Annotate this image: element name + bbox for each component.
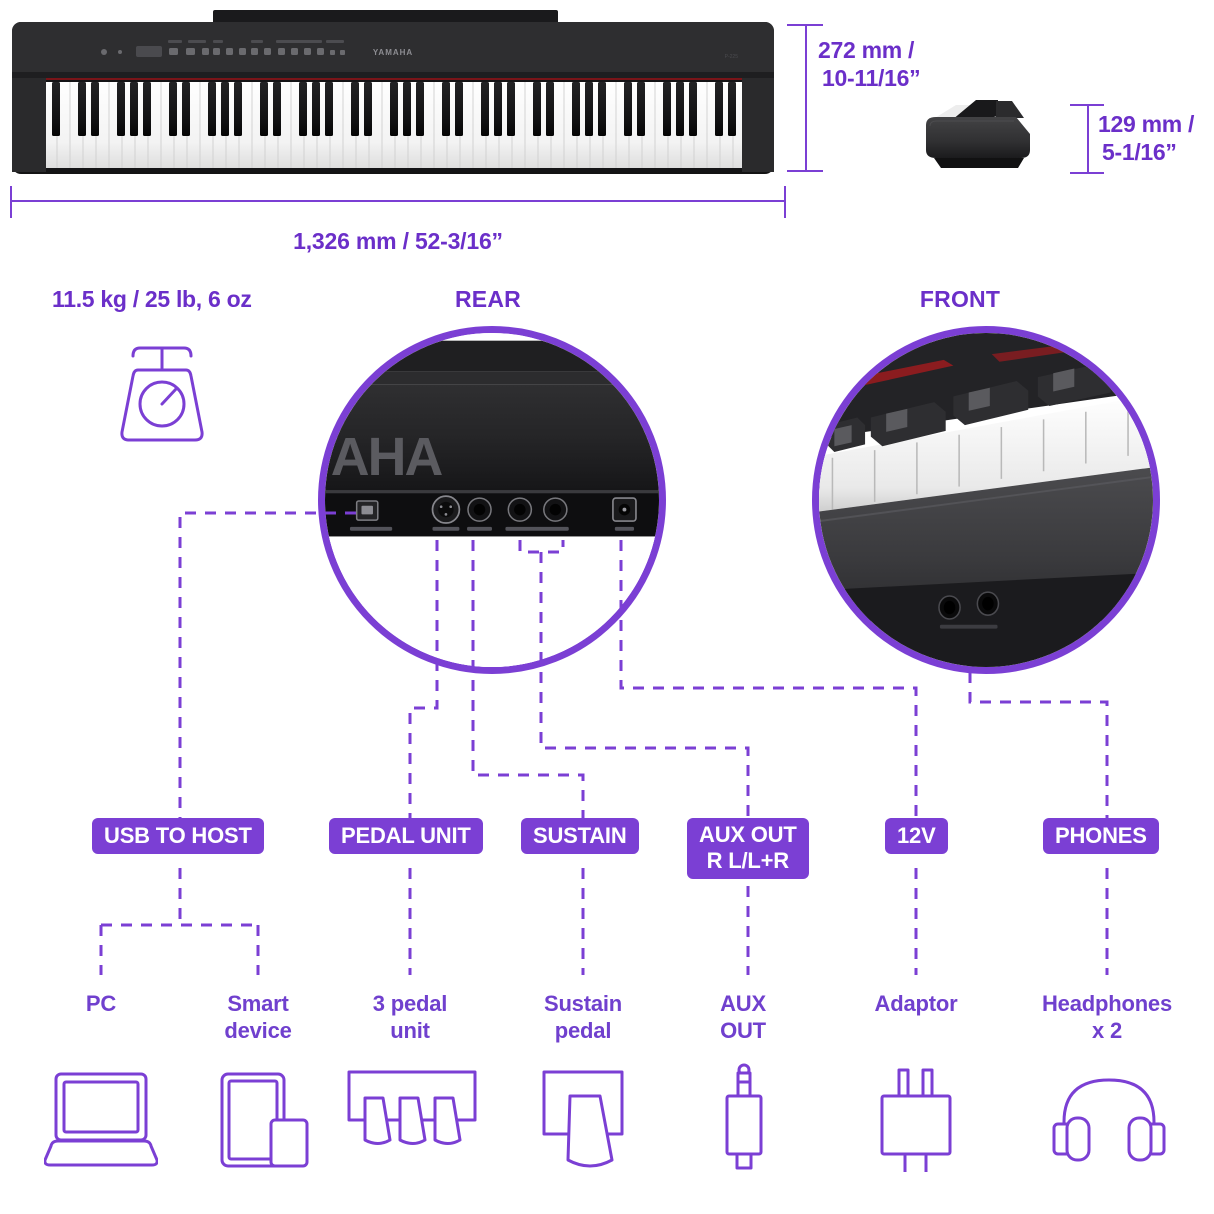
headphones-icon [1050, 1068, 1168, 1172]
depth-dimension-line1: 129 mm / [1098, 111, 1195, 137]
sustain-pedal-icon [538, 1066, 634, 1176]
device-label-smart-device-line2: device [224, 1018, 292, 1043]
audio-jack-icon [723, 1063, 765, 1175]
port-badge-12v[interactable]: 12V [885, 818, 948, 854]
port-badge-phones-label: PHONES [1043, 818, 1159, 854]
height-dimension-line [805, 24, 807, 172]
width-dimension-cap-right [784, 186, 786, 218]
depth-dimension-line2: 5-1/16” [1102, 139, 1177, 165]
tablet-phone-icon [216, 1068, 316, 1172]
height-dimension-label: 272 mm / 10-11/16” [818, 36, 948, 92]
device-label-headphones-line1: Headphones [1041, 991, 1173, 1016]
port-badge-aux-out[interactable]: AUX OUT R L/L+R [687, 818, 809, 879]
device-label-sustain-pedal-line2: pedal [554, 1018, 612, 1043]
front-view-heading: FRONT [919, 286, 1001, 312]
width-dimension-line [10, 200, 786, 202]
device-label-three-pedal-unit-line1: 3 pedal [372, 991, 448, 1016]
port-badge-pedal-unit[interactable]: PEDAL UNIT [329, 818, 483, 854]
piano-side-view-photo [890, 78, 1080, 178]
port-badge-aux-out-label2: R L/L+R [706, 848, 790, 873]
device-label-aux-out-device-line2: OUT [720, 1018, 766, 1043]
svg-text:P-225: P-225 [725, 54, 739, 60]
port-badge-12v-label: 12V [885, 818, 948, 854]
depth-dimension-line [1087, 104, 1089, 174]
device-label-three-pedal-unit-line2: unit [390, 1018, 430, 1043]
port-badge-pedal-unit-label: PEDAL UNIT [329, 818, 483, 854]
rear-view-heading: REAR [455, 286, 521, 312]
rear-detail-circle: AHA [318, 326, 666, 674]
device-label-three-pedal-unit: 3 pedal unit [350, 990, 470, 1044]
device-label-smart-device-line1: Smart [227, 991, 289, 1016]
height-dimension-line1: 272 mm / [818, 37, 915, 63]
depth-dimension-label: 129 mm / 5-1/16” [1098, 110, 1214, 166]
scale-icon [108, 336, 216, 446]
laptop-icon [44, 1068, 158, 1172]
port-badge-sustain-label: SUSTAIN [521, 818, 639, 854]
port-badge-usb-to-host-label: USB TO HOST [92, 818, 264, 854]
device-label-adaptor-line1: Adaptor [874, 991, 958, 1016]
device-label-pc-line1: PC [85, 991, 117, 1016]
device-label-headphones-line2: x 2 [1092, 1018, 1122, 1043]
port-badge-sustain[interactable]: SUSTAIN [521, 818, 639, 854]
height-dimension-cap-top [787, 24, 823, 26]
device-label-sustain-pedal-line1: Sustain [543, 991, 623, 1016]
depth-dimension-cap-top [1070, 104, 1104, 106]
front-detail-circle [812, 326, 1160, 674]
device-label-aux-out-device-line1: AUX [720, 991, 766, 1016]
width-dimension-label: 1,326 mm / 52-3/16” [293, 228, 503, 254]
width-dimension-cap-left [10, 186, 12, 218]
port-badge-phones[interactable]: PHONES [1043, 818, 1159, 854]
three-pedal-icon [345, 1066, 479, 1174]
svg-text:YAMAHA: YAMAHA [373, 48, 413, 57]
height-dimension-line2: 10-11/16” [822, 65, 921, 91]
depth-dimension-cap-bottom [1070, 172, 1104, 174]
device-label-smart-device: Smart device [198, 990, 318, 1044]
device-label-aux-out-device: AUX OUT [688, 990, 798, 1044]
power-adaptor-icon [877, 1066, 955, 1176]
height-dimension-cap-bottom [787, 170, 823, 172]
svg-text:AHA: AHA [331, 427, 443, 487]
weight-label: 11.5 kg / 25 lb, 6 oz [52, 286, 252, 312]
device-label-pc: PC [41, 990, 161, 1017]
device-label-headphones: Headphones x 2 [1027, 990, 1187, 1044]
port-badge-aux-out-box: AUX OUT R L/L+R [687, 818, 809, 879]
piano-top-view-photo: YAMAHA P-225 [8, 10, 778, 185]
route-phones [968, 672, 1109, 818]
device-label-sustain-pedal: Sustain pedal [523, 990, 643, 1044]
port-badge-aux-out-label: AUX OUT [699, 822, 797, 847]
device-label-adaptor: Adaptor [856, 990, 976, 1017]
port-badge-usb-to-host[interactable]: USB TO HOST [92, 818, 264, 854]
